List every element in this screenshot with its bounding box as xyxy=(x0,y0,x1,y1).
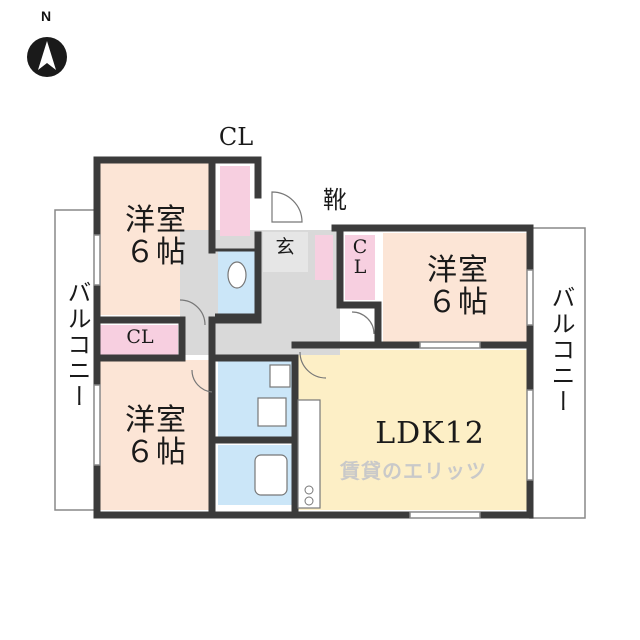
toilet-fixture xyxy=(227,261,247,289)
windows xyxy=(93,234,534,519)
ldk-label: LDK12 xyxy=(375,416,485,451)
washing-machine xyxy=(257,397,287,427)
room-east xyxy=(383,233,528,345)
room-ldk xyxy=(298,350,528,510)
stove-burner-1 xyxy=(304,485,314,495)
bathtub xyxy=(254,454,288,496)
closet-west xyxy=(100,325,178,355)
closet-top-label: CL xyxy=(218,123,254,151)
north-arrow-icon xyxy=(38,41,56,70)
north-label: N xyxy=(41,8,52,24)
thin-walls xyxy=(215,248,258,317)
closet-east-label: C L xyxy=(352,236,368,278)
kitchen-counter xyxy=(297,399,321,509)
room-east-label: 洋室 ６帖 xyxy=(427,253,489,320)
closet-top xyxy=(220,166,250,236)
door-swings xyxy=(179,191,375,393)
watermark: 賃貸のエリッツ xyxy=(340,461,487,483)
shoe-storage-label: 靴 xyxy=(323,186,347,214)
closet-west-label: CL xyxy=(126,326,154,348)
closet-east xyxy=(345,235,375,300)
balcony-west xyxy=(54,209,98,511)
balcony-east xyxy=(529,227,586,519)
entrance-label: 玄 xyxy=(275,236,295,258)
balcony-east-label: バルコニー xyxy=(547,285,575,415)
entrance-floor xyxy=(263,232,308,272)
room-west-lower xyxy=(100,360,212,510)
washbasin xyxy=(269,364,291,388)
balcony-west-label: バルコニー xyxy=(63,280,91,410)
room-west-lower-label: 洋室 ６帖 xyxy=(125,403,187,470)
shoe-storage xyxy=(315,235,333,280)
stove-burner-2 xyxy=(304,496,314,506)
room-west-upper-label: 洋室 ６帖 xyxy=(125,203,187,270)
